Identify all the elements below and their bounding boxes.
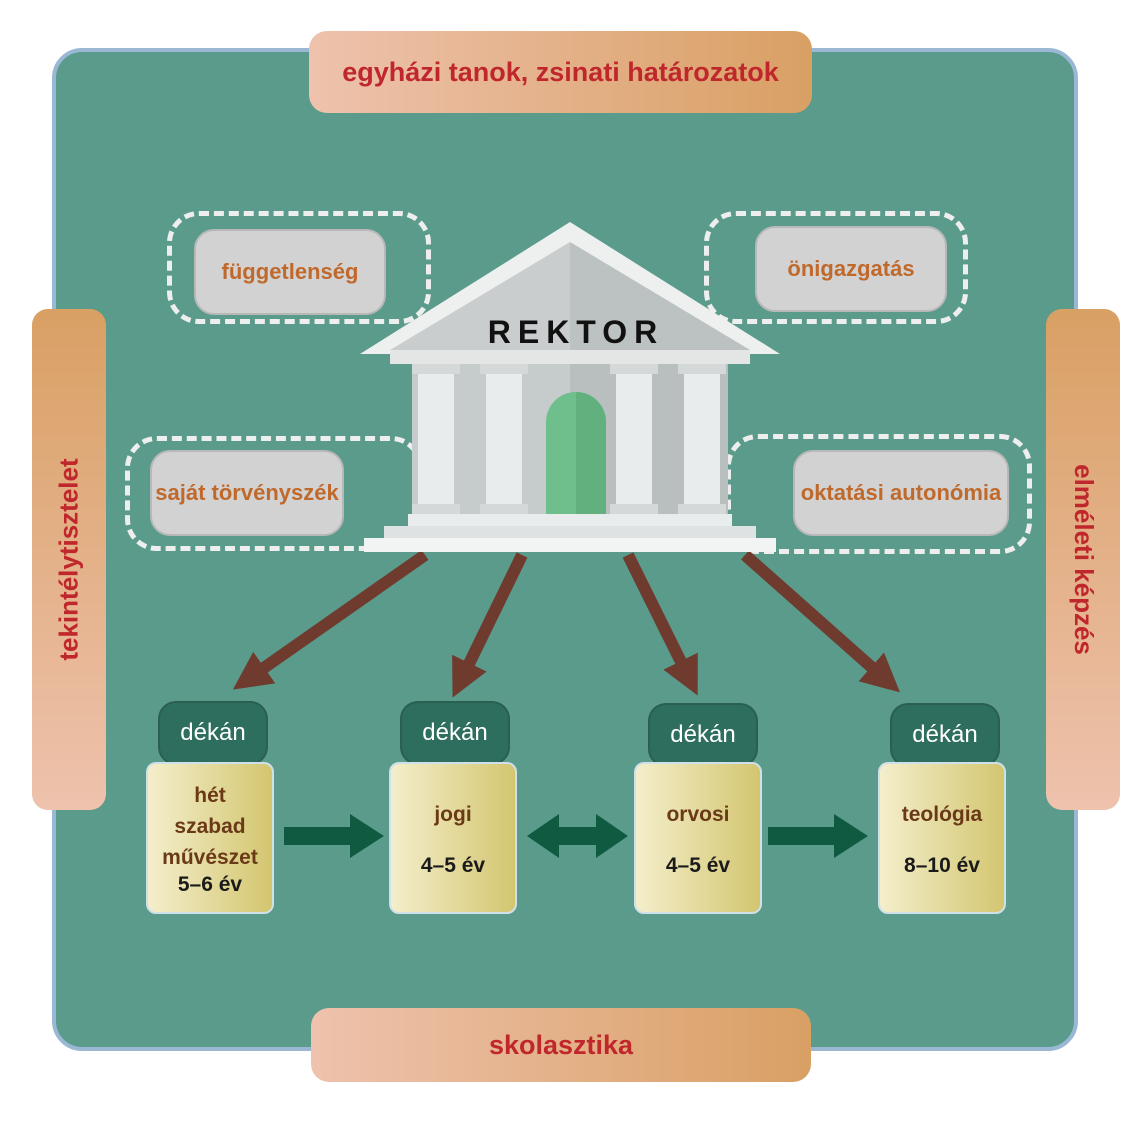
building-icon (360, 222, 780, 552)
arrow-down-icon (622, 552, 698, 696)
rektor-arrows (232, 550, 900, 698)
attribute-frame-top-left (167, 211, 431, 324)
faculty-name-line: jogi (434, 802, 472, 826)
banner-bottom: skolasztika (311, 1008, 811, 1082)
arrow-down-icon (741, 550, 900, 693)
faculty-arrows (284, 814, 868, 858)
banner-top-label: egyházi tanok, zsinati határozatok (342, 56, 779, 87)
attribute-frame-bottom-right (726, 434, 1032, 554)
attribute-own-court: saját törvényszék (150, 450, 344, 536)
attribute-education-autonomy: oktatási autonómia (793, 450, 1009, 536)
faculty-name-line: szabad (174, 814, 246, 838)
faculty-years: 5–6 év (177, 872, 243, 896)
arrow-down-icon (452, 552, 528, 698)
dekan-box: dékán (890, 703, 1000, 767)
attribute-frame-top-right (704, 211, 968, 324)
attribute-own-court-label: saját törvényszék (155, 480, 339, 505)
arrow-right-icon (768, 814, 868, 858)
dekan-box: dékán (158, 701, 268, 765)
faculty-name-line: művészet (162, 845, 258, 869)
attribute-self-government: önigazgatás (755, 226, 947, 312)
attribute-self-government-label: önigazgatás (787, 256, 915, 281)
dekan-label: dékán (912, 721, 978, 748)
attribute-education-autonomy-label: oktatási autonómia (800, 480, 1002, 505)
faculty-box-medicine: orvosi 4–5 év (634, 762, 762, 914)
rektor-label: REKTOR (487, 314, 665, 350)
dekan-label: dékán (422, 719, 488, 746)
faculty-name-line: hét (194, 783, 226, 807)
faculty-box-arts: hét szabad művészet 5–6 év (146, 762, 274, 914)
banner-top: egyházi tanok, zsinati határozatok (309, 31, 812, 113)
arrow-right-icon (284, 814, 384, 858)
attribute-independence: függetlenség (194, 229, 386, 315)
faculty-box-theology: teológia 8–10 év (878, 762, 1006, 914)
dekan-box: dékán (648, 703, 758, 767)
banner-right: elméleti képzés (1046, 309, 1120, 810)
faculty-name-line: teológia (901, 802, 983, 826)
dekan-label: dékán (670, 721, 736, 748)
arrow-down-icon (232, 550, 429, 690)
dekan-label: dékán (180, 719, 246, 746)
faculty-years: 8–10 év (904, 853, 980, 877)
faculty-years: 4–5 év (665, 853, 731, 877)
banner-left: tekintélytisztelet (32, 309, 106, 810)
faculty-box-law: jogi 4–5 év (389, 762, 517, 914)
banner-bottom-label: skolasztika (488, 1029, 634, 1060)
faculty-years: 4–5 év (420, 853, 486, 877)
faculty-name-line: orvosi (666, 802, 730, 826)
attribute-independence-label: függetlenség (221, 259, 359, 284)
arrow-double-icon (527, 814, 628, 858)
dekan-box: dékán (400, 701, 510, 765)
